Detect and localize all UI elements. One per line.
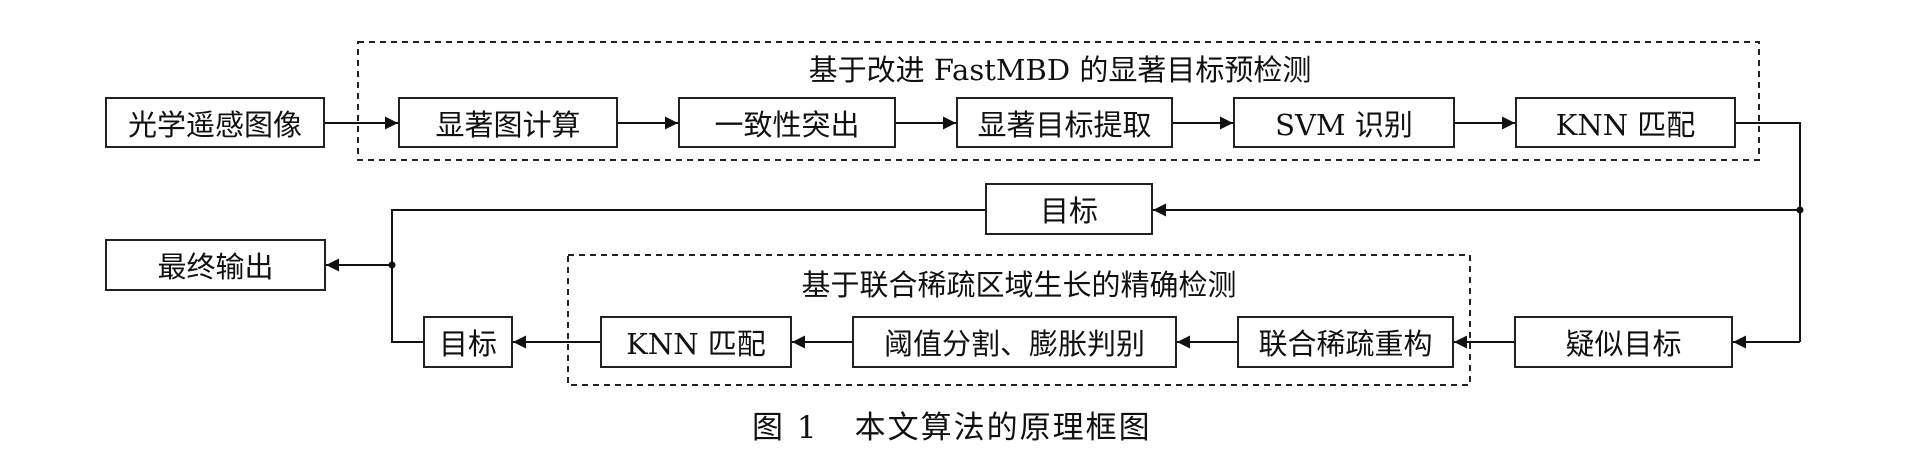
node-joint: 联合稀疏重构	[1237, 316, 1454, 368]
node-saliency: 显著图计算	[398, 97, 618, 148]
node-consistency: 一致性突出	[678, 97, 896, 148]
node-input: 光学遥感图像	[105, 97, 325, 148]
caption-number: 图 1	[752, 410, 819, 446]
node-threshold: 阈值分割、膨胀判别	[852, 316, 1177, 368]
node-target-bottom: 目标	[423, 316, 513, 368]
node-knn-top: KNN 匹配	[1515, 97, 1736, 148]
caption-text: 本文算法的原理框图	[854, 410, 1152, 446]
bottom-group-frame	[567, 254, 1471, 386]
node-extract: 显著目标提取	[956, 97, 1173, 148]
junction-dot-right	[1796, 206, 1804, 214]
node-knn-bottom: KNN 匹配	[600, 316, 792, 368]
node-target-mid: 目标	[985, 183, 1153, 235]
top-group-title: 基于改进 FastMBD 的显著目标预检测	[808, 53, 1312, 87]
figure-caption: 图 1 本文算法的原理框图	[752, 402, 1152, 447]
node-svm: SVM 识别	[1233, 97, 1455, 148]
node-suspect: 疑似目标	[1514, 316, 1733, 368]
line-target-mid-left	[391, 209, 985, 343]
junction-dot-left	[388, 261, 396, 269]
node-output: 最终输出	[105, 239, 326, 291]
line-knn-right	[1736, 122, 1801, 342]
bottom-group-title: 基于联合稀疏区域生长的精确检测	[801, 268, 1237, 302]
